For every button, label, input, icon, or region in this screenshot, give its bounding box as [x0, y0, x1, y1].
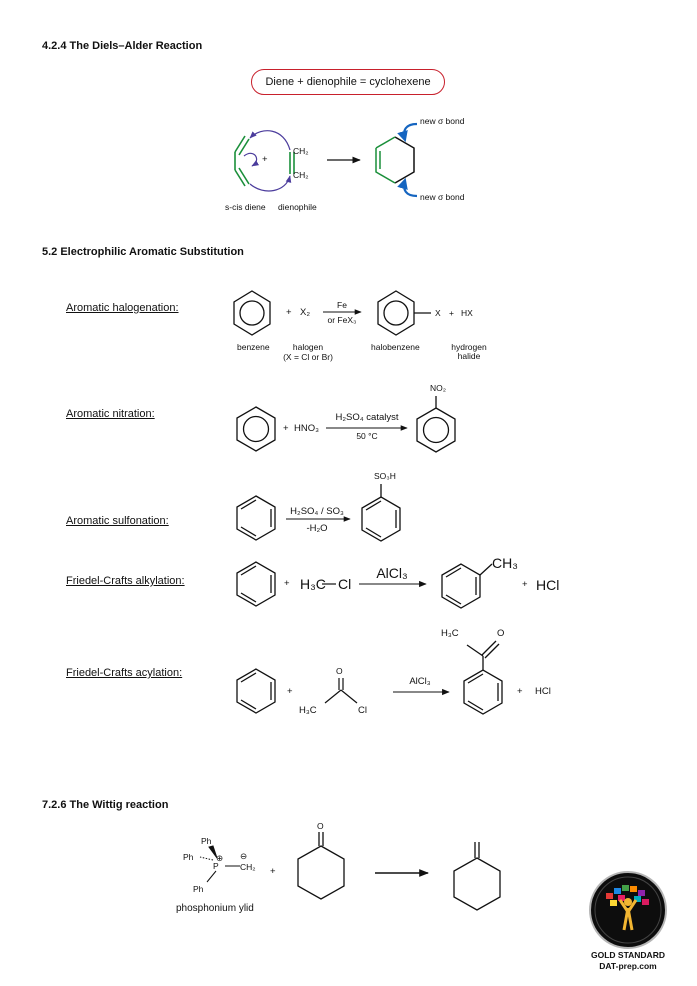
phenyl-label: Ph: [201, 836, 212, 846]
hx-byproduct: HX: [461, 308, 473, 318]
plus-sign: +: [283, 423, 289, 434]
diels-alder-heading: 4.2.4 The Diels–Alder Reaction: [42, 40, 203, 52]
carbonyl-oxygen: O: [336, 666, 343, 676]
methyl-substituent: CH₃: [492, 555, 518, 571]
diels-alder-summary-text: Diene + dienophile = cyclohexene: [265, 76, 431, 88]
cyclohexene-structure: [375, 136, 415, 184]
benzene-structure: [233, 290, 271, 336]
benzene-kekule-structure: [236, 495, 276, 541]
halobenzene-structure: [377, 290, 431, 336]
wittig-heading: 7.2.6 The Wittig reaction: [42, 799, 169, 811]
s-cis-diene-structure: [234, 135, 250, 187]
phenyl-label: Ph: [183, 852, 194, 862]
new-bond-label: new σ bond: [420, 192, 465, 202]
methylenecyclohexane-structure: [453, 842, 501, 911]
temperature-label: 50 °C: [356, 431, 378, 441]
plus-sign: +: [284, 578, 290, 589]
gold-standard-logo-icon: [589, 871, 667, 949]
toluene-structure: [441, 563, 493, 609]
methyl-group-label: H₃C: [300, 576, 326, 592]
dienophile-structure: [289, 152, 295, 174]
phosphorus-label: P: [213, 861, 219, 871]
plus-sign: +: [270, 866, 276, 877]
methyl-group-label: H₃C: [299, 705, 317, 716]
catalyst-label: H₂SO₄ catalyst: [335, 412, 399, 423]
benzenesulfonic-acid-structure: [361, 484, 401, 542]
catalyst-label: Fe: [337, 300, 347, 310]
plus-sign: +: [286, 307, 292, 318]
nitro-substituent: NO₂: [430, 383, 447, 393]
electron-flow-arrows: [243, 130, 292, 192]
ylid-label: phosphonium ylid: [176, 903, 254, 914]
positive-charge: ⊕: [216, 853, 224, 863]
hydrogen-halide-label: halide: [457, 351, 481, 361]
halogen-label: halogen: [292, 342, 324, 352]
chlorine-label: Cl: [358, 705, 367, 716]
benzene-kekule-structure: [236, 668, 276, 714]
dienophile-label: dienophile: [278, 202, 317, 212]
diene-label: s-cis diene: [225, 202, 266, 212]
reagent-label: H₂SO₄ / SO₃: [290, 506, 344, 517]
negative-charge: ⊖: [240, 851, 248, 861]
benzene-kekule-structure: [236, 561, 276, 607]
catalyst-label: AlCl₃: [409, 676, 431, 687]
plus-sign: +: [262, 154, 268, 165]
nitration-label: Aromatic nitration:: [66, 408, 155, 420]
acetophenone-structure: [463, 640, 503, 715]
chlorine-label: Cl: [338, 576, 352, 592]
phenyl-label: Ph: [193, 884, 204, 894]
ch2-label: CH₂: [293, 170, 309, 180]
catalyst-label: or FeX₃: [327, 315, 357, 325]
diels-alder-summary-box: Diene + dienophile = cyclohexene: [251, 69, 445, 95]
eas-heading: 5.2 Electrophilic Aromatic Substitution: [42, 246, 244, 258]
water-label: -H₂O: [306, 523, 328, 534]
sulfonic-acid-substituent: SO₃H: [374, 471, 396, 481]
carbonyl-oxygen: O: [497, 628, 505, 639]
acylation-label: Friedel-Crafts acylation:: [66, 667, 183, 679]
plus-sign: +: [449, 308, 454, 318]
plus-sign: +: [287, 686, 293, 697]
halobenzene-label: halobenzene: [371, 342, 420, 352]
ch2-label: CH₂: [293, 146, 309, 156]
nitric-acid-reagent: HNO₃: [294, 423, 319, 434]
carbonyl-oxygen: O: [317, 821, 324, 831]
halogen-reagent: X₂: [300, 307, 311, 318]
nitrobenzene-structure: [416, 396, 456, 453]
alkylation-label: Friedel-Crafts alkylation:: [66, 575, 185, 587]
catalyst-label: AlCl₃: [376, 565, 408, 581]
hcl-byproduct: HCl: [536, 577, 560, 593]
phosphonium-ylid-structure: [199, 845, 240, 883]
logo-brand-name: GOLD STANDARD: [591, 950, 665, 960]
sulfonation-label: Aromatic sulfonation:: [66, 515, 169, 527]
halogenation-label: Aromatic halogenation:: [66, 302, 179, 314]
hydrogen-halide-label: hydrogen: [451, 342, 487, 352]
benzene-structure: [236, 406, 276, 452]
acetyl-chloride-structure: [324, 678, 358, 704]
ch2-label: CH₂: [240, 862, 256, 872]
methyl-group-label: H₃C: [441, 628, 459, 639]
new-bond-arrows: [397, 122, 418, 198]
plus-sign: +: [522, 579, 528, 590]
benzene-label: benzene: [237, 342, 270, 352]
halogen-substituent: X: [435, 308, 441, 318]
hcl-byproduct: HCl: [535, 686, 551, 697]
halogen-note: (X = Cl or Br): [283, 352, 333, 362]
plus-sign: +: [517, 686, 523, 697]
cyclohexanone-structure: [297, 832, 345, 900]
logo-website: DAT-prep.com: [599, 961, 657, 971]
new-bond-label: new σ bond: [420, 116, 465, 126]
